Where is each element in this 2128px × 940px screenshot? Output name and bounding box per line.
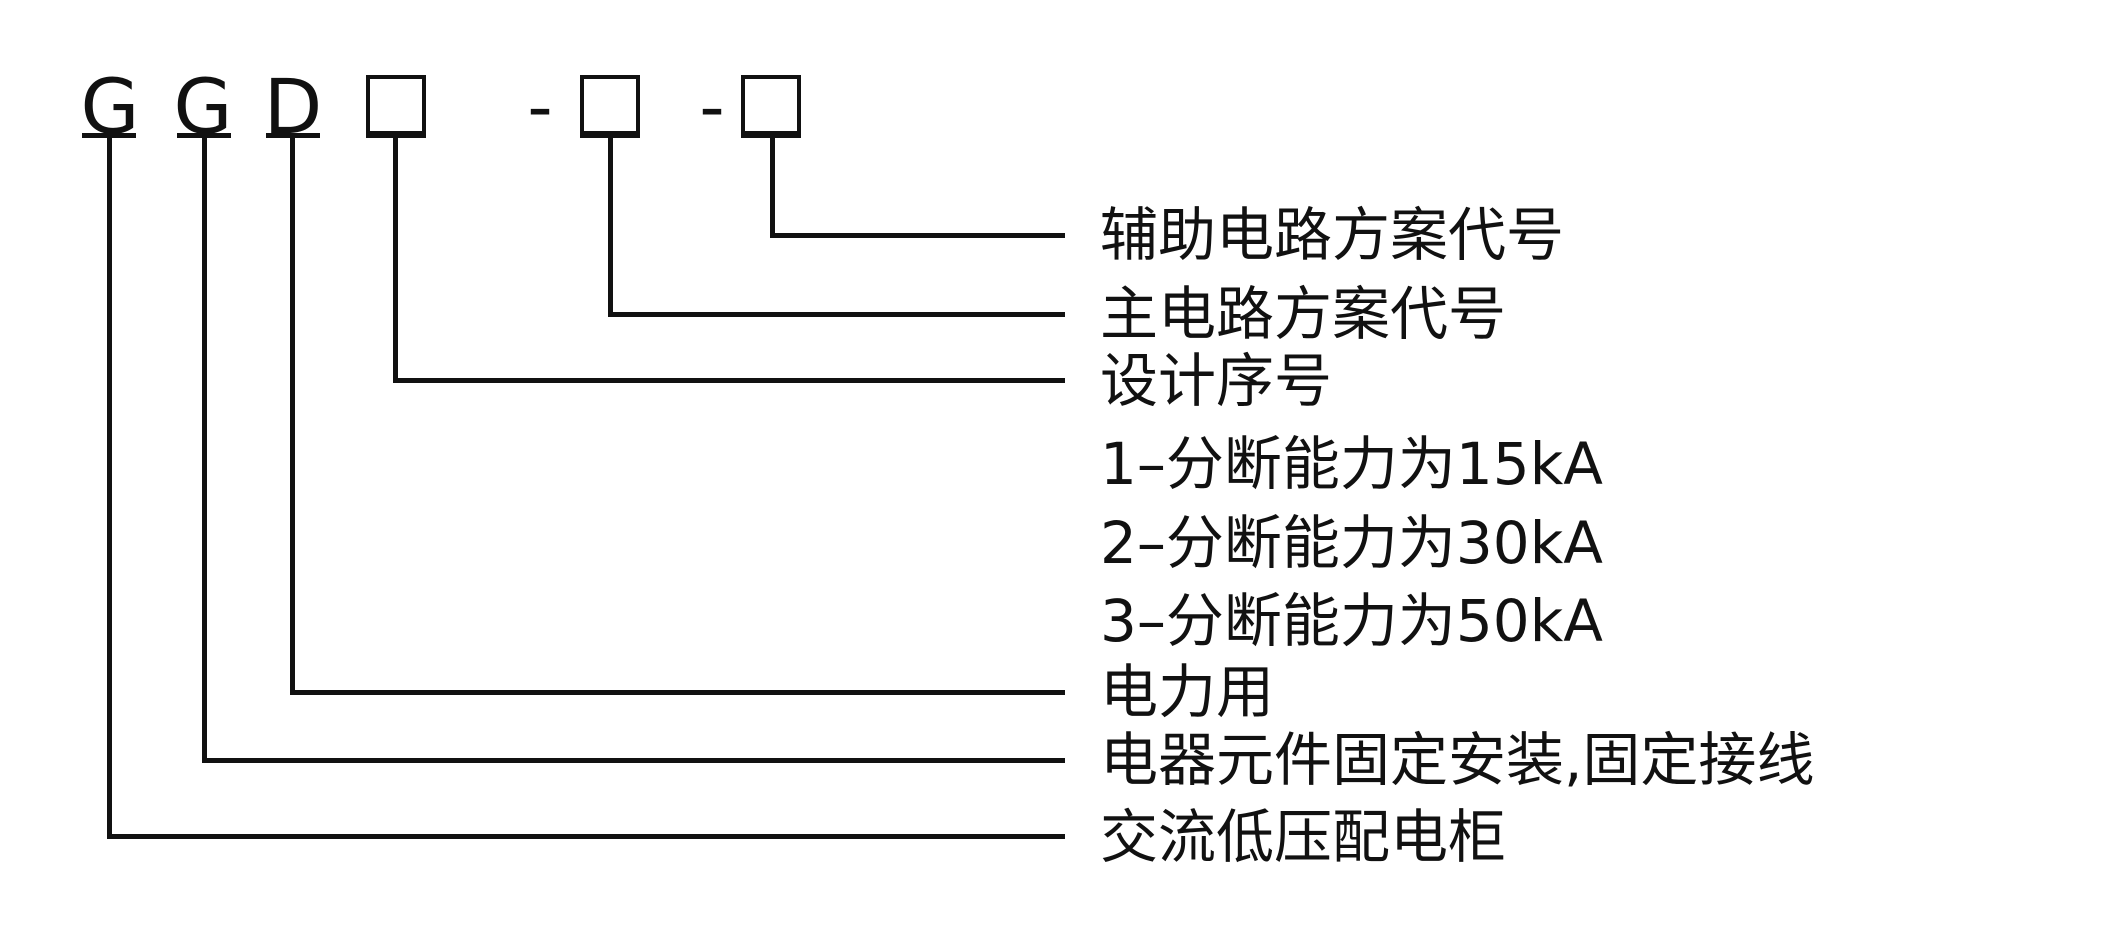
- underline-g2: [177, 133, 231, 138]
- design-serial-box: [366, 75, 426, 135]
- label-breaking-capacity-3: 3–分断能力为50kA: [1100, 587, 1603, 655]
- connector-aux-circuit-vertical: [770, 138, 775, 238]
- label-main-circuit: 主电路方案代号: [1100, 280, 1507, 348]
- underline-g1: [82, 133, 136, 138]
- connector-aux-circuit-horizontal: [770, 233, 1065, 238]
- label-breaking-capacity-2: 2–分断能力为30kA: [1100, 509, 1603, 577]
- code-dash-1: -: [527, 66, 553, 148]
- label-breaking-capacity-1: 1–分断能力为15kA: [1100, 430, 1603, 498]
- connector-ac-lv-cabinet-vertical: [107, 138, 112, 839]
- label-power-use: 电力用: [1100, 658, 1275, 726]
- underline-main-circuit: [580, 133, 640, 138]
- label-fixed-install: 电器元件固定安装,固定接线: [1100, 726, 1815, 794]
- connector-power-use-horizontal: [290, 690, 1065, 695]
- connector-main-circuit-horizontal: [608, 312, 1065, 317]
- label-ac-lv-cabinet: 交流低压配电柜: [1100, 803, 1507, 871]
- connector-main-circuit-vertical: [608, 138, 613, 317]
- connector-design-serial-horizontal: [393, 378, 1065, 383]
- underline-aux-circuit: [741, 133, 801, 138]
- connector-fixed-install-horizontal: [202, 758, 1065, 763]
- label-aux-circuit: 辅助电路方案代号: [1100, 201, 1565, 269]
- main-circuit-box: [580, 75, 640, 135]
- connector-design-serial-vertical: [393, 138, 398, 383]
- connector-power-use-vertical: [290, 138, 295, 695]
- connector-fixed-install-vertical: [202, 138, 207, 763]
- code-dash-2: -: [699, 66, 725, 148]
- connector-ac-lv-cabinet-horizontal: [107, 834, 1065, 839]
- label-design-serial: 设计序号: [1100, 347, 1333, 415]
- aux-circuit-box: [741, 75, 801, 135]
- underline-design-serial: [366, 133, 426, 138]
- underline-d: [266, 133, 320, 138]
